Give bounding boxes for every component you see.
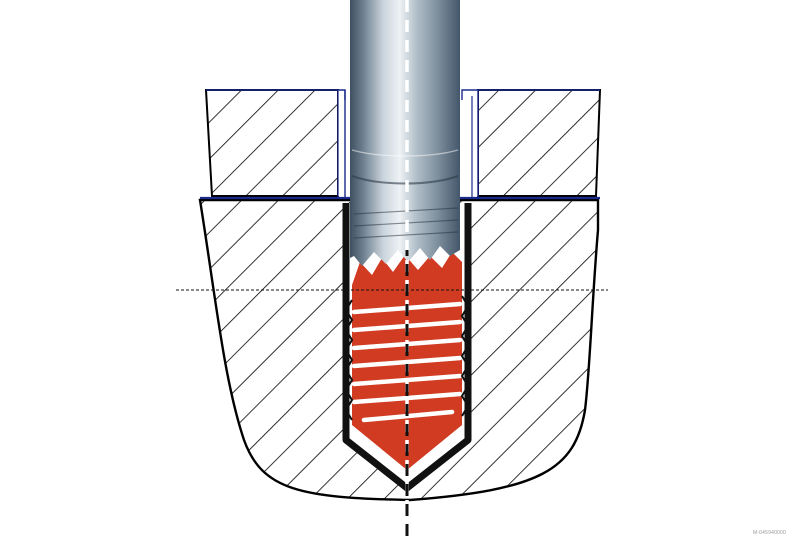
- drill-guide-insert: [200, 89, 602, 200]
- extractor-shaft: [350, 0, 460, 266]
- watermark-code: M-045940000: [752, 530, 786, 536]
